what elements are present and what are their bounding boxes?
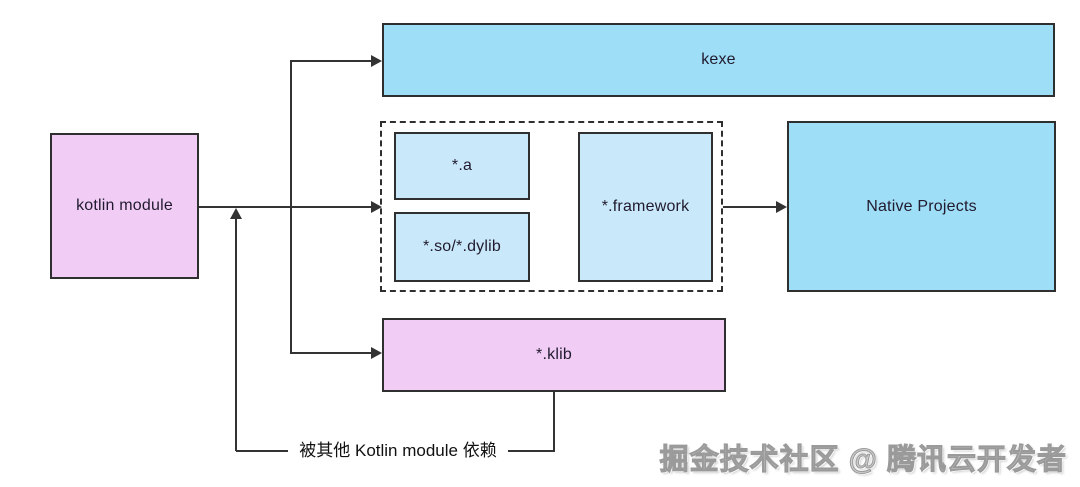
- native-projects-label: Native Projects: [866, 197, 977, 215]
- dependency-edge-label: 被其他 Kotlin module 依赖: [288, 440, 508, 462]
- framework-node: *.framework: [578, 132, 713, 282]
- arrowhead-to-group-icon: [371, 201, 382, 213]
- framework-label: *.framework: [601, 198, 690, 215]
- kotlin-module-label: kotlin module: [76, 197, 173, 214]
- edge-dependency-vertical: [235, 218, 237, 451]
- kotlin-module-node: kotlin module: [50, 133, 199, 279]
- native-projects-node: Native Projects: [787, 121, 1056, 292]
- klib-label: *.klib: [536, 346, 572, 363]
- klib-node: *.klib: [382, 318, 726, 392]
- arrowhead-to-kexe-icon: [371, 55, 382, 67]
- watermark-text: 掘金技术社区 @ 腾讯云开发者: [659, 444, 1067, 477]
- edge-branch-vertical: [290, 60, 292, 354]
- edge-klib-down: [553, 392, 555, 452]
- arrowhead-up-to-kotlin-icon: [230, 208, 242, 219]
- a-archive-node: *.a: [394, 132, 530, 200]
- edge-framework-to-native: [723, 206, 776, 208]
- a-archive-label: *.a: [451, 157, 473, 174]
- edge-branch-to-kexe: [291, 60, 371, 62]
- edge-branch-to-klib: [291, 352, 371, 354]
- kexe-node: kexe: [382, 23, 1055, 97]
- kexe-label: kexe: [701, 51, 736, 68]
- arrowhead-to-klib-icon: [371, 347, 382, 359]
- arrowhead-to-native-icon: [776, 201, 787, 213]
- so-dylib-node: *.so/*.dylib: [394, 212, 530, 282]
- so-dylib-label: *.so/*.dylib: [423, 238, 501, 255]
- edge-kotlin-to-group: [199, 206, 371, 208]
